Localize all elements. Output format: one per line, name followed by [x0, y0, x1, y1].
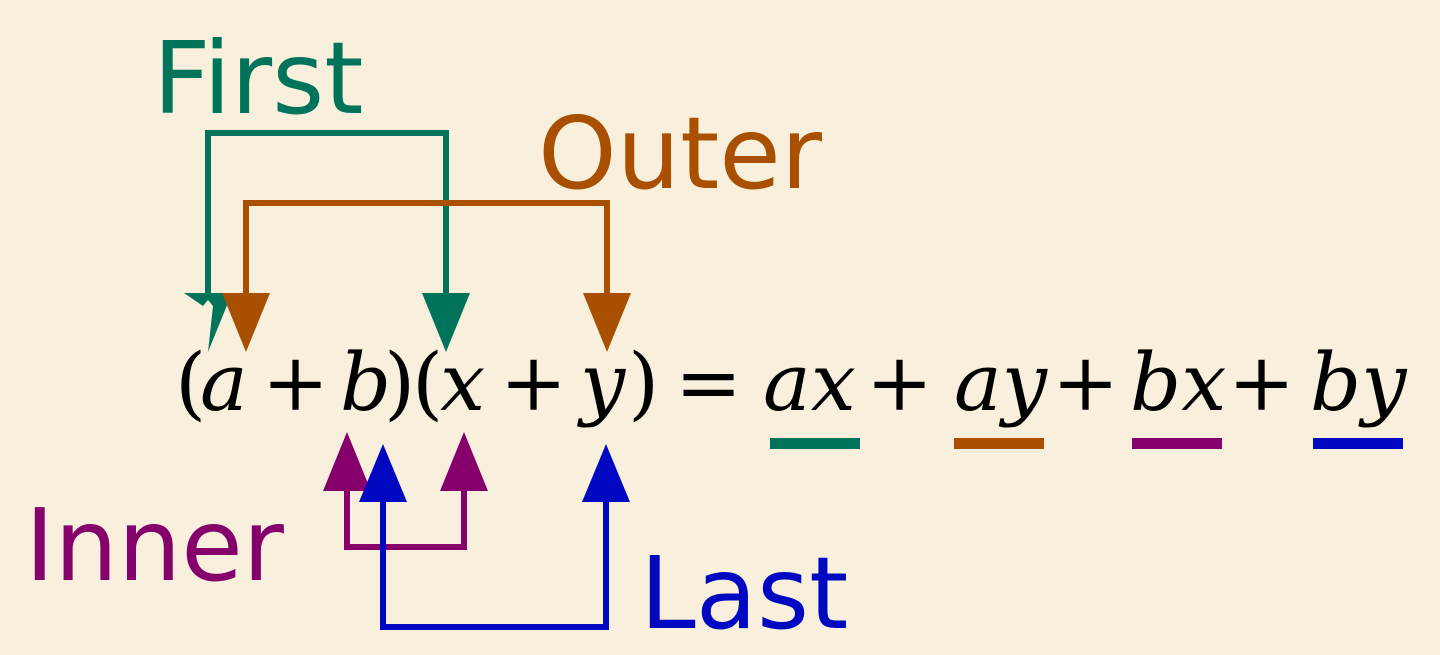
underline-ay-outer	[954, 438, 1044, 449]
open-paren-1: (	[175, 336, 206, 429]
var-y: y	[577, 336, 627, 429]
underline-by-last	[1313, 438, 1403, 449]
term-by: by	[1310, 336, 1408, 429]
plus-3: +	[866, 336, 933, 429]
plus-2: +	[500, 336, 567, 429]
equation-rhs: = ax + ay + bx + by	[675, 336, 1408, 429]
term-ax: ax	[763, 336, 856, 429]
equals-sign: =	[675, 336, 742, 429]
underline-ax-first	[770, 438, 860, 449]
plus-4: +	[1052, 336, 1119, 429]
open-paren-2: (	[412, 336, 443, 429]
outer-label: Outer	[538, 95, 823, 212]
last-label: Last	[640, 535, 848, 652]
outer-arrowhead-a	[222, 293, 270, 352]
equation-lhs: ( a + b ) ( x + y )	[175, 336, 659, 429]
inner-arrowhead-x	[440, 432, 488, 491]
inner-arrowhead-b	[323, 432, 371, 491]
outer-arrowhead-y	[583, 293, 631, 352]
inner-label: Inner	[25, 487, 285, 604]
first-label: First	[153, 20, 363, 137]
last-connector	[359, 444, 630, 630]
close-paren-1: )	[384, 336, 415, 429]
term-bx: bx	[1130, 336, 1226, 429]
var-a: a	[200, 336, 248, 429]
underline-bx-inner	[1132, 438, 1222, 449]
last-arrowhead-y	[582, 444, 630, 502]
first-arrowhead-x	[422, 293, 470, 352]
first-connector	[184, 130, 470, 352]
inner-connector	[323, 432, 488, 550]
plus-1: +	[262, 336, 329, 429]
var-b: b	[340, 336, 391, 429]
last-arrowhead-b	[359, 444, 407, 502]
var-x: x	[440, 336, 485, 429]
plus-5: +	[1228, 336, 1295, 429]
first-arrowhead-a	[184, 293, 232, 352]
close-paren-2: )	[628, 336, 659, 429]
term-ay: ay	[954, 336, 1049, 429]
outer-connector	[222, 200, 631, 352]
